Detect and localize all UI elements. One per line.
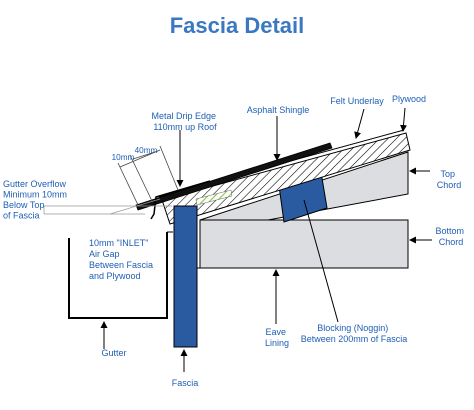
label-inlet-air-gap: 10mm "INLET" Air Gap Between Fascia and …: [89, 238, 156, 281]
asphalt-shingle: [135, 142, 333, 211]
label-plywood: Plywood: [392, 94, 426, 104]
label-top-chord: Top Chord: [437, 169, 462, 190]
bottom-chord: [199, 219, 409, 269]
label-felt-underlay: Felt Underlay: [330, 96, 384, 106]
label-metal-drip-edge: Metal Drip Edge 110mm up Roof: [151, 111, 218, 132]
inlet-air-gap: [195, 189, 233, 206]
overflow-guide-lines: [43, 198, 172, 215]
leader-lines: [100, 107, 432, 372]
dimension-lines: [117, 145, 179, 206]
metal-drip-edge: [150, 180, 211, 220]
label-gutter-overflow: Gutter Overflow Minimum 10mm Below Top o…: [3, 179, 70, 221]
page-title: Fascia Detail: [170, 13, 305, 38]
label-gutter: Gutter: [101, 348, 126, 358]
label-eave-lining: Eave Lining: [265, 327, 289, 348]
label-dim-10mm: 10mm: [112, 153, 135, 162]
label-bottom-chord: Bottom Chord: [435, 226, 466, 247]
label-blocking-noggin: Blocking (Noggin) Between 200mm of Fasci…: [301, 323, 408, 344]
label-fascia: Fascia: [172, 378, 199, 388]
gutter: [68, 231, 173, 319]
plywood-sheathing: [161, 132, 411, 225]
fascia-board: [173, 205, 198, 348]
label-dim-40mm: 40mm: [135, 146, 158, 155]
label-asphalt-shingle: Asphalt Shingle: [247, 105, 310, 115]
